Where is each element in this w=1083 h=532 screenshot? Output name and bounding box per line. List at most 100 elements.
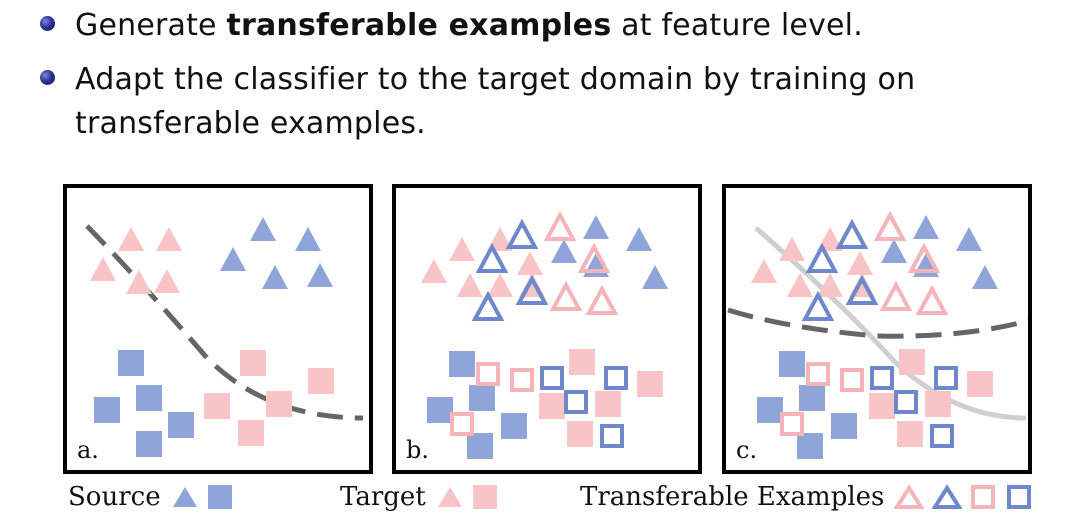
source-triangle (956, 227, 982, 251)
source-triangle (972, 265, 998, 289)
transferable-source-triangle (505, 218, 539, 249)
original-boundary (754, 226, 1027, 421)
source-triangle (295, 227, 321, 251)
target-square-icon (472, 485, 497, 509)
source-square (797, 433, 823, 459)
transferable-source-triangle (471, 290, 505, 321)
source-square (136, 385, 162, 411)
target-triangle (154, 269, 180, 293)
target-square (266, 391, 292, 417)
panel-label: b. (406, 436, 429, 464)
bullet-1: Generate transferable examples at featur… (40, 4, 863, 48)
adapted-boundary (727, 307, 1028, 339)
target-triangle (817, 273, 843, 297)
transferable-source-square (930, 424, 954, 448)
target-square (637, 371, 663, 397)
source-triangle (220, 247, 246, 271)
legend-transferable-label: Transferable Examples (580, 482, 885, 512)
target-triangle (487, 273, 513, 297)
target-triangle (517, 251, 543, 275)
transferable-target-square-icon (971, 485, 996, 509)
target-triangle (457, 273, 483, 297)
transferable-source-square (604, 366, 628, 390)
source-square (779, 351, 805, 377)
target-square (967, 371, 993, 397)
source-triangle (913, 215, 939, 239)
transferable-source-square (564, 390, 588, 414)
source-triangle (583, 215, 609, 239)
transferable-source-triangle (475, 242, 509, 273)
source-triangle-icon (172, 487, 197, 507)
target-square (240, 350, 266, 376)
transferable-source-triangle-icon (932, 484, 963, 509)
target-triangle (90, 257, 116, 281)
transferable-source-square (540, 366, 564, 390)
target-square (308, 368, 334, 394)
transferable-target-triangle (915, 284, 949, 315)
transferable-target-triangle (543, 210, 577, 241)
target-square (595, 391, 621, 417)
target-square (204, 393, 230, 419)
source-square (168, 412, 194, 438)
target-triangle (118, 227, 144, 251)
transferable-target-triangle (907, 242, 941, 273)
target-triangle (817, 227, 843, 251)
source-square (757, 397, 783, 423)
source-square (467, 433, 493, 459)
transferable-target-triangle-icon (894, 484, 925, 509)
target-square (899, 349, 925, 375)
target-square (238, 420, 264, 446)
source-square (449, 351, 475, 377)
source-square (94, 397, 120, 423)
target-triangle (779, 237, 805, 261)
transferable-target-square (840, 368, 864, 392)
transferable-target-triangle (577, 242, 611, 273)
target-square (869, 393, 895, 419)
transferable-source-square (870, 366, 894, 390)
legend-source-label: Source (68, 482, 161, 512)
legend-target-label: Target (340, 482, 426, 512)
source-square (136, 431, 162, 457)
bullet-1-text: Generate transferable examples at featur… (75, 8, 863, 43)
target-square (539, 393, 565, 419)
transferable-source-square (894, 390, 918, 414)
panel-a: a. (63, 184, 373, 474)
bullet-icon (40, 70, 55, 85)
transferable-source-square (934, 366, 958, 390)
transferable-target-square (780, 412, 804, 436)
transferable-target-triangle (549, 280, 583, 311)
decision-boundary (85, 224, 364, 421)
target-triangle (751, 259, 777, 283)
target-square (569, 349, 595, 375)
transferable-source-triangle (845, 274, 879, 305)
transferable-target-triangle (873, 210, 907, 241)
source-triangle (307, 263, 333, 287)
panel-b-plot (421, 210, 668, 459)
transferable-target-square (450, 412, 474, 436)
target-triangle (421, 259, 447, 283)
panel-c: c. (722, 184, 1032, 474)
transferable-target-triangle (585, 284, 619, 315)
target-triangle (156, 227, 182, 251)
bullet-icon (40, 16, 55, 31)
source-triangle (642, 265, 668, 289)
target-triangle (449, 237, 475, 261)
source-triangle (250, 217, 276, 241)
legend-transferable: Transferable Examples (580, 482, 1042, 512)
panel-c-plot (727, 210, 1028, 459)
bullet-2-text: Adapt the classifier to the target domai… (75, 62, 916, 141)
target-triangle (787, 273, 813, 297)
target-triangle-icon (437, 487, 462, 507)
source-square-icon (207, 485, 232, 509)
target-square (567, 421, 593, 447)
panel-label: a. (77, 436, 99, 464)
source-triangle (881, 239, 907, 263)
panel-b: b. (392, 184, 702, 474)
transferable-target-square (510, 368, 534, 392)
transferable-source-triangle (515, 274, 549, 305)
target-square (925, 391, 951, 417)
source-square (118, 350, 144, 376)
source-triangle (626, 227, 652, 251)
legend-target: Target (340, 482, 506, 512)
source-triangle (551, 239, 577, 263)
